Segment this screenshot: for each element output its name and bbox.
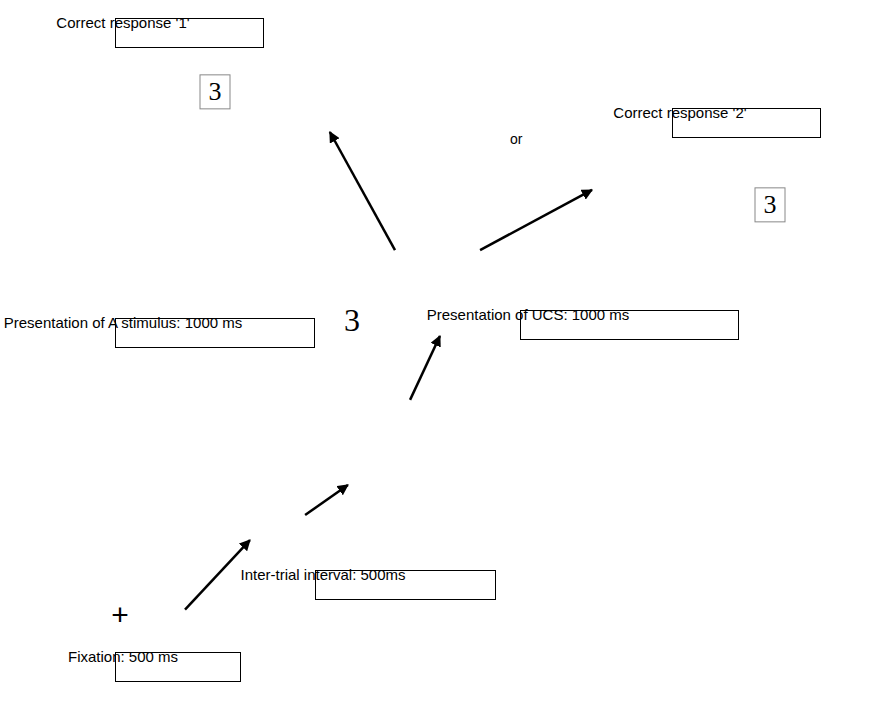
- label-text: Correct response '1': [56, 13, 189, 33]
- label-text: Fixation: 500 ms: [68, 647, 178, 667]
- label-box: Fixation: 500 ms: [115, 652, 241, 682]
- label-box: Correct response '2': [672, 108, 821, 138]
- label-text: Correct response '2': [613, 103, 746, 123]
- label-text: Inter-trial interval: 500ms: [240, 565, 405, 585]
- arrow-connector: [330, 132, 395, 250]
- frame-text: +: [111, 600, 129, 630]
- arrow-connector: [305, 485, 348, 515]
- label-box: Presentation of A stimulus: 1000 ms: [115, 318, 315, 348]
- trial-frame: 3 Correct response '2': [585, 62, 791, 257]
- trial-frame: Presentation of UCS: 1000 ms: [338, 140, 546, 345]
- label-box: Presentation of UCS: 1000 ms: [520, 310, 739, 340]
- label-text: Presentation of A stimulus: 1000 ms: [4, 313, 242, 333]
- separator-label: or: [510, 132, 522, 146]
- arrow-connector: [185, 540, 250, 610]
- frame-border: [10, 542, 238, 708]
- label-box: Correct response '1': [115, 18, 264, 48]
- frame-text: 3: [200, 74, 231, 109]
- arrow-connector: [480, 190, 592, 250]
- trial-frame: + Fixation: 500 ms: [8, 540, 240, 710]
- frame-text: 3: [755, 187, 786, 222]
- frame-outline: [585, 62, 791, 257]
- label-box: Inter-trial interval: 500ms: [315, 570, 496, 600]
- trial-frame: Inter-trial interval: 500ms: [130, 420, 358, 600]
- trial-frame: 3Correct response '1': [180, 8, 466, 188]
- frame-text: 3: [344, 304, 360, 336]
- trial-frame: 3Presentation of A stimulus: 1000 ms: [248, 292, 470, 552]
- frame-shadow: [588, 65, 794, 260]
- label-text: Presentation of UCS: 1000 ms: [427, 305, 630, 325]
- arrow-connector: [410, 336, 440, 400]
- frame-border: [587, 64, 789, 255]
- frame-shadow: [11, 543, 243, 713]
